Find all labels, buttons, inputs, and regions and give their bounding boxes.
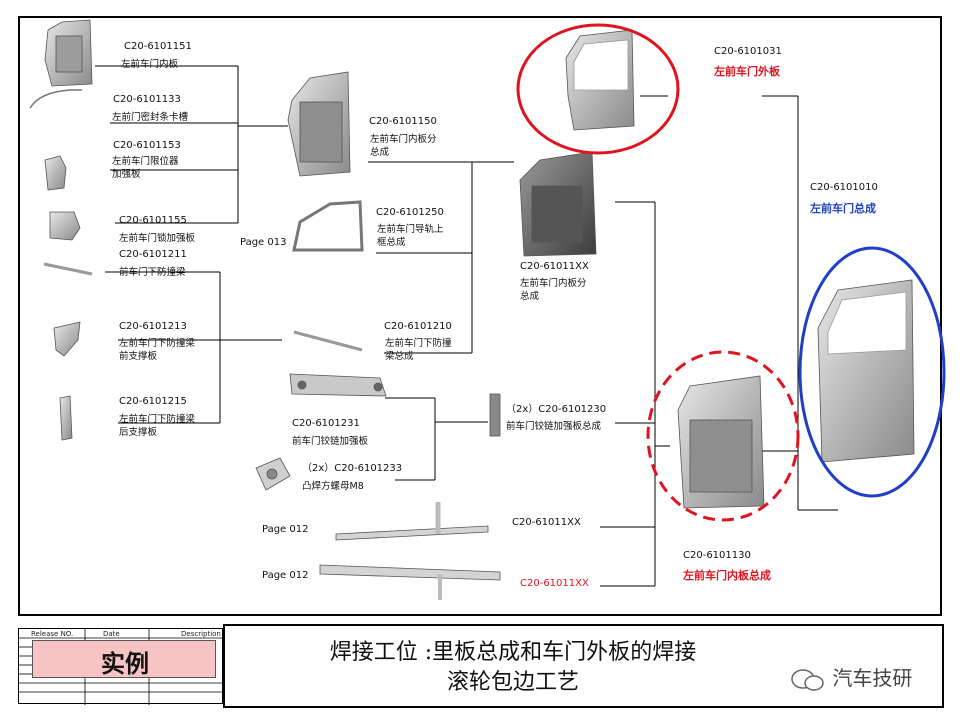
part-code: C20-6101010 xyxy=(810,182,878,193)
part-code: C20-6101150 xyxy=(369,116,437,127)
watermark-text: 汽车技研 xyxy=(832,666,913,690)
part-code: C20-6101151 xyxy=(124,41,192,52)
part-code: （2x）C20-6101233 xyxy=(302,463,403,474)
part-name: 左前车门外板 xyxy=(714,65,780,78)
page-ref: Page 012 xyxy=(262,524,309,535)
part-code: （2x）C20-6101230 xyxy=(506,404,607,415)
title-block xyxy=(223,624,944,708)
process-title-line-1: 焊接工位 :里板总成和车门外板的焊接 xyxy=(329,640,697,665)
part-code: C20-6101213 xyxy=(119,321,187,332)
part-name: 左前门密封条卡槽 xyxy=(112,112,189,123)
page-ref: Page 012 xyxy=(262,570,309,581)
part-name: 左前车门内板 xyxy=(121,59,179,70)
part-code: C20-6101210 xyxy=(384,321,452,332)
part-code: C20-6101031 xyxy=(714,46,782,57)
part-code: C20-6101250 xyxy=(376,207,444,218)
release-header: Release NO. xyxy=(31,630,74,638)
part-name: 左前车门限位器 加强板 xyxy=(112,156,179,180)
part-code: C20-6101211 xyxy=(119,249,187,260)
process-title-line-2: 滚轮包边工艺 xyxy=(446,670,579,695)
part-name: 凸焊方螺母M8 xyxy=(302,481,364,492)
part-code: C20-6101215 xyxy=(119,396,187,407)
part-name: 左前车门下防撞 梁总成 xyxy=(385,338,452,362)
page-ref: Page 013 xyxy=(240,237,287,248)
part-name: 前车门下防撞梁 xyxy=(119,267,186,278)
part-name: 左前车门内板分 总成 xyxy=(370,134,437,158)
part-name: 左前车门下防撞梁 前支撑板 xyxy=(119,338,196,362)
part-name: 左前车门锁加强板 xyxy=(119,233,196,244)
part-code: C20-61011XX xyxy=(520,578,589,589)
part-name: 左前车门下防撞梁 后支撑板 xyxy=(119,414,196,438)
part-name: 左前车门内板总成 xyxy=(683,569,771,582)
part-name: 左前车门总成 xyxy=(810,202,876,215)
part-code: C20-6101133 xyxy=(113,94,181,105)
example-label: 实例 xyxy=(101,649,149,678)
diagram-frame xyxy=(18,16,942,616)
part-code: C20-61011XX xyxy=(512,517,581,528)
part-code: C20-6101153 xyxy=(113,140,181,151)
part-code: C20-6101130 xyxy=(683,550,751,561)
part-code: C20-6101155 xyxy=(119,215,187,226)
part-name: 前车门铰链加强板总成 xyxy=(506,421,602,432)
example-badge: 实例 xyxy=(32,640,216,678)
watermark: 汽车技研 xyxy=(790,662,912,692)
part-name: 左前车门导轨上 框总成 xyxy=(377,224,444,248)
part-code: C20-6101231 xyxy=(292,418,360,429)
part-code: C20-61011XX xyxy=(520,261,589,272)
date-header: Date xyxy=(103,630,120,638)
description-header: Description xyxy=(181,630,221,638)
wechat-icon xyxy=(791,668,824,691)
part-name: 前车门铰链加强板 xyxy=(292,436,369,447)
part-name: 左前车门内板分 总成 xyxy=(520,278,587,302)
